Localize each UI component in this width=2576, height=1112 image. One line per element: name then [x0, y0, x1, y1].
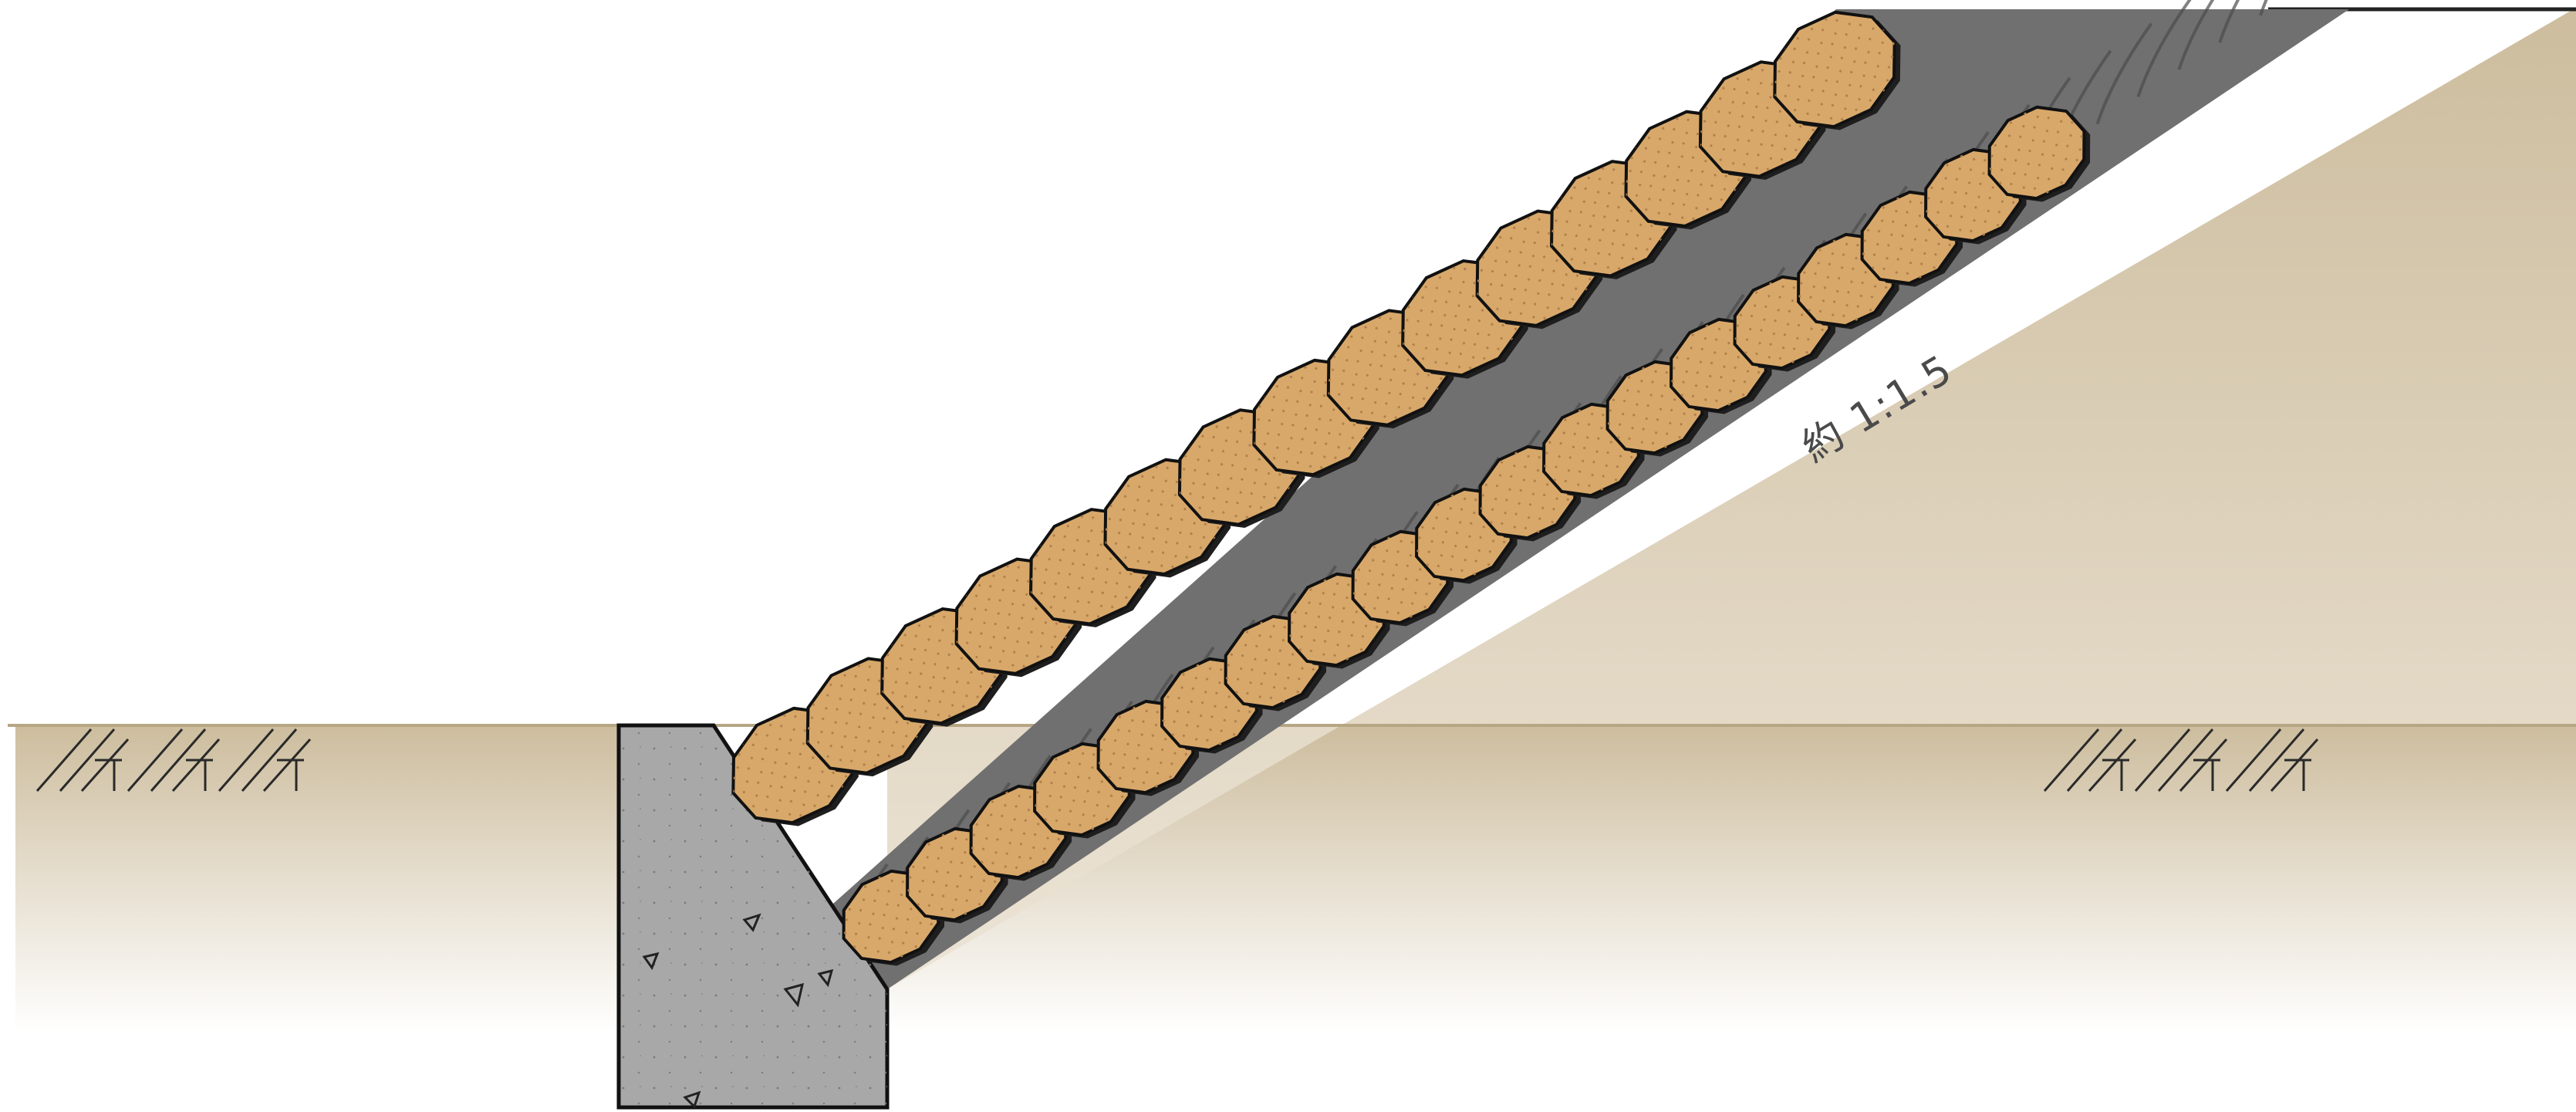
stone-block	[1252, 358, 1380, 478]
aggregate-triangle-icon	[642, 913, 834, 1109]
gravel-streak	[2136, 0, 2192, 98]
stone-row-outer	[731, 10, 1901, 826]
stone-block	[1773, 10, 1901, 130]
gravel-streak	[2177, 0, 2215, 70]
embankment-fill	[887, 8, 2576, 989]
stone-block	[1288, 572, 1390, 669]
hatch-grass-icon	[2043, 728, 2319, 793]
gravel-streak	[2259, 0, 2268, 16]
stone-row-inner	[842, 105, 2091, 966]
gravel-streak	[2095, 22, 2153, 125]
stone-block	[1860, 190, 1963, 287]
ground-left	[15, 725, 619, 1033]
hatch-grass-icon	[35, 728, 312, 793]
stone-block	[1987, 105, 2091, 202]
gravel-streak	[2218, 0, 2240, 43]
